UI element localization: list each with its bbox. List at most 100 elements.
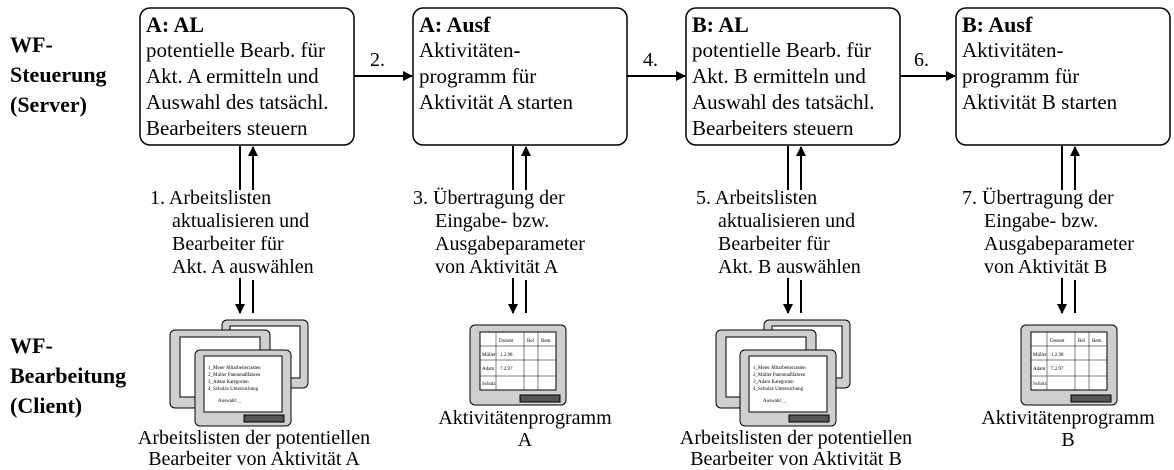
vertical-arrows-bottom-1 — [235, 278, 254, 314]
screen-table-cell: Adam — [1033, 367, 1045, 372]
step-label-1: 1. Arbeitslisten aktualisieren und Bearb… — [150, 187, 314, 278]
process-box-a-al: A: AL potentielle Bearb. für Akt. A ermi… — [139, 7, 355, 146]
side-label-server-line3: (Server) — [10, 92, 87, 117]
screen-table-cell: Müller — [1033, 353, 1047, 358]
screen-table-cell: Schulz — [482, 382, 496, 387]
vertical-arrows-top-1 — [239, 146, 258, 190]
process-box-b-ausf: B: Ausf Aktivitäten- programm für Aktivi… — [955, 7, 1171, 146]
screen-table-cell: 7.2.97 — [1051, 367, 1064, 372]
screen-table-header: Rel — [527, 339, 535, 344]
process-box-a-ausf-line3: Aktivität A starten — [419, 90, 573, 114]
process-box-b-ausf-title: B: Ausf — [962, 12, 1033, 37]
step-label-5-line2: aktualisieren und — [718, 210, 855, 232]
screen-list-item: 4_Schulze Untersuchung — [208, 387, 259, 392]
process-box-b-al-line1: potentielle Bearb. für — [692, 38, 871, 62]
screen-list-prompt: Auswahl: _ — [763, 399, 786, 404]
screen-table-cell: Schulz — [1033, 382, 1047, 387]
screen-table-cell: 1.2.98 — [1051, 353, 1064, 358]
screen-list-item: 2_Müller Patenmaßfahren — [753, 373, 806, 378]
monitor-base-prog-b — [1070, 394, 1112, 403]
screen-list-prompt: Auswahl: _ — [218, 399, 241, 404]
monitor-screen-b-front — [748, 355, 828, 413]
process-box-b-al-line4: Bearbeiters steuern — [692, 116, 854, 140]
screen-table-header: Dozent — [499, 339, 514, 344]
program-monitor-b: Dozent Rel Bem. Müller 1.2.98 Adam 7.2.9… — [1020, 324, 1118, 406]
connector-arrow-4: 4. — [627, 49, 686, 81]
step-label-3-line3: Ausgabeparameter — [435, 233, 585, 255]
step-label-5-line4: Akt. B auswählen — [718, 256, 861, 278]
vertical-arrows-top-2 — [512, 146, 531, 190]
vertical-arrows-bottom-4 — [1057, 278, 1076, 314]
process-box-b-ausf-frame — [955, 7, 1171, 146]
caption-program-b-line2: B — [1061, 429, 1074, 451]
caption-worklists-a-line1: Arbeitslisten der potentiellen — [138, 427, 370, 449]
step-label-5-line1: 5. Arbeitslisten — [696, 187, 817, 209]
step-label-5: 5. Arbeitslisten aktualisieren und Bearb… — [696, 187, 861, 278]
screen-table-header: Rel — [1078, 339, 1086, 344]
screen-table-header: Bem. — [1092, 339, 1103, 344]
caption-program-a-line2: A — [518, 429, 533, 451]
side-label-client: WF- Bearbeitung (Client) — [10, 333, 126, 418]
process-box-a-ausf-title: A: Ausf — [419, 12, 491, 37]
caption-worklists-a: Arbeitslisten der potentiellen Bearbeite… — [138, 427, 370, 470]
program-monitor-a: Dozent Rel Bem. Müller 1.2.98 Adam 7.2.9… — [469, 324, 567, 406]
screen-table-cell: 7.2.97 — [500, 367, 513, 372]
side-label-server: WF- Steuerung (Server) — [10, 32, 107, 117]
step-label-1-line2: aktualisieren und — [172, 210, 309, 232]
step-label-1-line3: Bearbeiter für — [172, 233, 284, 255]
step-label-5-line3: Bearbeiter für — [718, 233, 830, 255]
process-box-b-ausf-line3: Aktivität B starten — [962, 90, 1118, 114]
process-box-a-ausf-line2: programm für — [419, 64, 536, 88]
worklist-monitor-a-front: 1_Meier Mitarbeiterrasten 2_Müller Paten… — [194, 349, 292, 427]
step-label-7-line4: von Aktivität B — [984, 256, 1107, 278]
screen-table-header: Dozent — [1050, 339, 1065, 344]
process-box-a-al-line1: potentielle Bearb. für — [146, 38, 325, 62]
caption-worklists-a-line2: Bearbeiter von Aktivität A — [148, 448, 360, 470]
screen-table-header: Bem. — [541, 339, 552, 344]
side-label-client-line3: (Client) — [10, 393, 82, 418]
side-label-client-line1: WF- — [10, 333, 53, 358]
process-box-a-ausf: A: Ausf Aktivitäten- programm für Aktivi… — [412, 7, 628, 146]
step-label-3-line2: Eingabe- bzw. — [435, 210, 549, 232]
worklist-monitors-b: 1_Meier Mitarbeiterrasten 2_Müller Paten… — [715, 319, 851, 427]
process-box-b-al: B: AL potentielle Bearb. für Akt. B ermi… — [685, 7, 901, 146]
step-label-3-line4: von Aktivität A — [435, 256, 559, 278]
process-box-a-al-title: A: AL — [146, 12, 204, 37]
step-label-1-line4: Akt. A auswählen — [172, 256, 314, 278]
screen-list-item: 3_Adam Kategorien — [208, 380, 249, 385]
screen-list-item: 2_Müller Patenmaßfahren — [208, 373, 261, 378]
side-label-server-line2: Steuerung — [10, 62, 107, 87]
side-label-server-line1: WF- — [10, 32, 53, 57]
caption-worklists-b-line2: Bearbeiter von Aktivität B — [690, 448, 902, 470]
process-box-a-al-line3: Auswahl des tatsächl. — [146, 90, 329, 114]
process-box-b-al-line3: Auswahl des tatsächl. — [692, 90, 875, 114]
screen-list-item: 1_Meier Mitarbeiterrasten — [208, 366, 261, 371]
caption-worklists-b: Arbeitslisten der potentiellen Bearbeite… — [680, 427, 912, 470]
screen-list-item: 1_Meier Mitarbeiterrasten — [753, 366, 806, 371]
vertical-arrows-top-4 — [1061, 146, 1080, 190]
process-box-b-ausf-line2: programm für — [962, 64, 1079, 88]
connector-arrow-2: 2. — [354, 49, 413, 81]
worklist-monitors-a: 1_Meier Mitarbeiterrasten 2_Müller Paten… — [169, 319, 309, 427]
process-box-a-al-line2: Akt. A ermitteln und — [146, 64, 319, 88]
step-label-7-line3: Ausgabeparameter — [984, 233, 1134, 255]
connector-label-6: 6. — [914, 49, 929, 71]
process-box-b-al-line2: Akt. B ermitteln und — [692, 64, 866, 88]
monitor-screen-a-front — [203, 355, 283, 413]
monitor-base-a — [243, 414, 285, 423]
caption-program-b-line1: Aktivitätenprogramm — [981, 407, 1155, 429]
screen-table-cell: 1.2.98 — [500, 353, 513, 358]
step-label-7-line2: Eingabe- bzw. — [984, 210, 1098, 232]
step-label-7-line1: 7. Übertragung der — [962, 186, 1114, 209]
monitor-base-prog-a — [519, 394, 561, 403]
vertical-arrows-bottom-3 — [783, 278, 802, 314]
caption-program-a: Aktivitätenprogramm A — [438, 407, 612, 451]
connector-label-2: 2. — [370, 49, 385, 71]
monitor-base-b — [788, 414, 830, 423]
process-box-b-ausf-line1: Aktivitäten- — [962, 38, 1063, 62]
caption-worklists-b-line1: Arbeitslisten der potentiellen — [680, 427, 912, 449]
caption-program-b: Aktivitätenprogramm B — [981, 407, 1155, 451]
step-label-3-line1: 3. Übertragung der — [413, 186, 565, 209]
process-box-a-ausf-line1: Aktivitäten- — [419, 38, 520, 62]
screen-list-item: 4_Schulze Untersuchung — [753, 387, 804, 392]
